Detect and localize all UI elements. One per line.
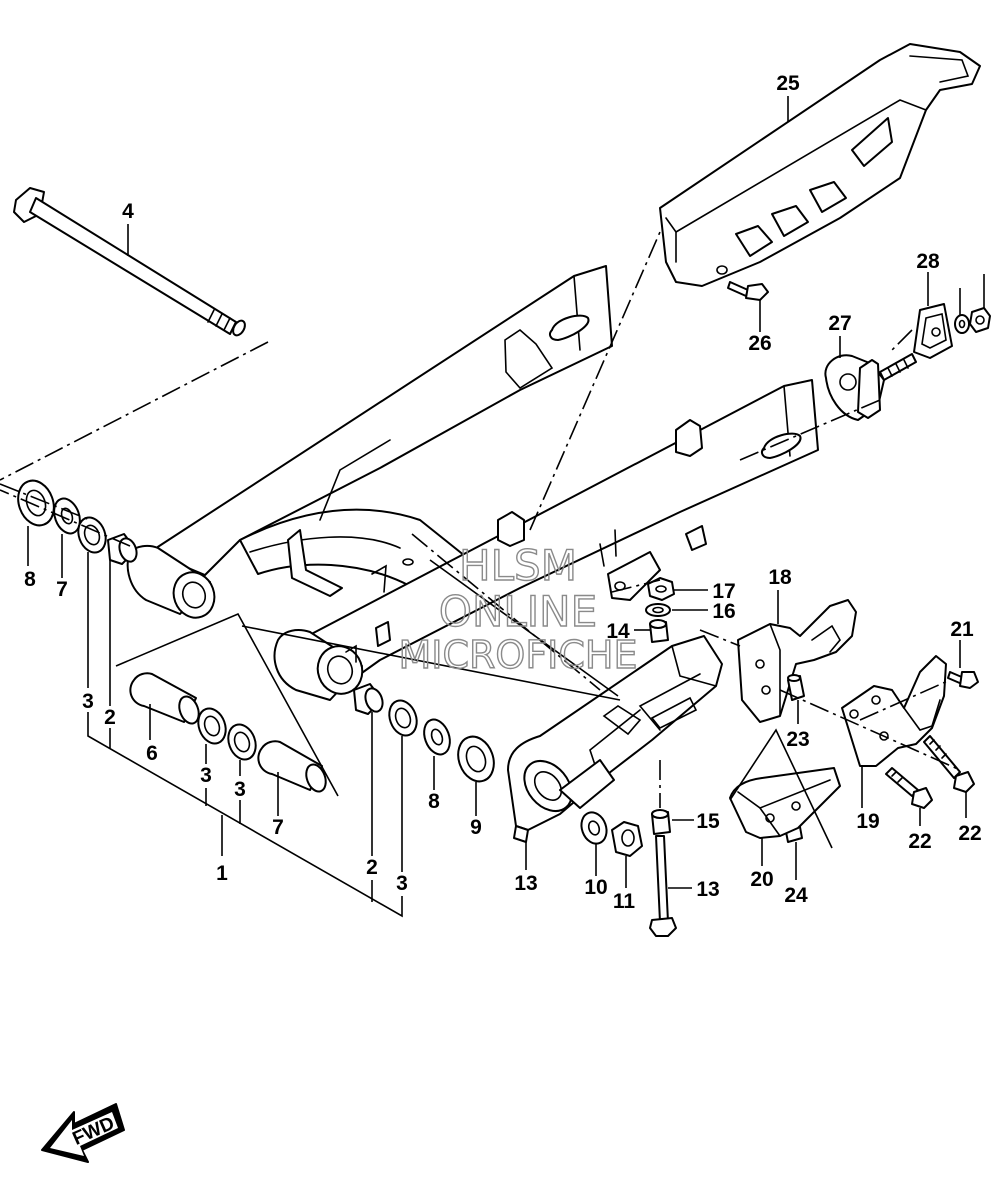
callout-8-left: 8	[24, 568, 36, 591]
reference-lines	[115, 559, 833, 849]
callout-17: 19	[856, 810, 879, 833]
bearing-center-a[interactable]	[194, 705, 231, 748]
callout-19: 21	[950, 618, 974, 641]
alignment-lines	[0, 231, 961, 808]
callout-13-lower: 15	[696, 810, 720, 833]
callout-14: 16	[712, 600, 735, 623]
watermark-line-1: HLSM	[459, 541, 577, 590]
collar-upper[interactable]	[649, 619, 669, 643]
pin-22-upper[interactable]	[787, 674, 805, 701]
chain-buffer[interactable]	[507, 635, 723, 843]
callout-20: 22	[958, 822, 981, 845]
callout-18: 20	[750, 868, 773, 891]
callout-24: 26	[748, 332, 771, 355]
washer-9[interactable]	[577, 809, 610, 847]
callout-5: 6	[146, 742, 158, 765]
callout-7-left: 7	[56, 578, 68, 601]
callout-3-right: 3	[396, 872, 408, 895]
dust-seal-right[interactable]	[452, 732, 500, 787]
swingarm[interactable]	[126, 265, 819, 701]
bolt-19[interactable]	[947, 671, 979, 689]
callout-8-right: 9	[470, 816, 482, 839]
washer-right[interactable]	[420, 716, 455, 758]
watermark-line-3: MICROFICHE	[398, 633, 637, 677]
bolt-20[interactable]	[923, 735, 975, 793]
washer-27[interactable]	[954, 314, 970, 334]
pivot-axle-bolt[interactable]	[13, 187, 247, 337]
pivot-spacer-5[interactable]	[129, 672, 202, 726]
watermark-line-2: ONLINE	[439, 587, 597, 636]
chain-guide-bracket[interactable]	[737, 599, 857, 723]
callout-3-center-a: 3	[200, 764, 212, 787]
callout-7-right: 8	[428, 790, 440, 813]
callout-12: 13	[696, 878, 719, 901]
chain-guide-plate[interactable]	[841, 655, 947, 767]
spacer-bushing-right[interactable]	[353, 683, 386, 715]
callout-25: 27	[828, 312, 851, 335]
washer-14[interactable]	[645, 603, 671, 617]
nut-28[interactable]	[969, 307, 991, 333]
chain-guard[interactable]	[659, 43, 981, 287]
callout-6: 7	[272, 816, 284, 839]
watermark: HLSM ONLINE MICROFICHE	[398, 540, 638, 677]
buffer-bolt[interactable]	[649, 835, 677, 937]
callout-4: 4	[122, 200, 134, 223]
callout-3-left: 3	[82, 690, 94, 713]
forward-arrow-icon: FWD	[41, 1103, 125, 1163]
callout-2-left: 2	[104, 706, 116, 729]
washer-left[interactable]	[50, 495, 85, 537]
callout-9: 10	[584, 876, 607, 899]
callout-1: 1	[216, 862, 228, 885]
callout-15: 17	[712, 580, 735, 603]
callout-21: 22	[908, 830, 931, 853]
chain-adjuster[interactable]	[824, 353, 917, 421]
callout-23: 25	[776, 72, 800, 95]
callout-26: 28	[916, 250, 940, 273]
bolt-21[interactable]	[885, 767, 933, 809]
callout-11: 13	[514, 872, 537, 895]
bearing-right[interactable]	[385, 697, 422, 740]
callout-22-lower: 24	[784, 884, 808, 907]
nut-15[interactable]	[647, 577, 675, 601]
collar-lower[interactable]	[651, 809, 671, 835]
callout-22-upper: 23	[786, 728, 809, 751]
spacer-bushing-left[interactable]	[107, 533, 140, 565]
callout-2-right: 2	[366, 856, 378, 879]
callout-10: 11	[613, 890, 636, 913]
dust-seal-left[interactable]	[12, 476, 60, 531]
callout-13-upper: 14	[606, 620, 630, 643]
nut-10[interactable]	[611, 821, 643, 857]
leader-lines	[27, 96, 985, 918]
callout-3-center-b: 3	[234, 778, 246, 801]
bearing-center-b[interactable]	[224, 721, 261, 764]
callout-labels: 4 25 26 27 28 8 7 3 2 6 3 3 7 1 2 3 8 9 …	[24, 72, 982, 913]
chain-guide-shoe[interactable]	[729, 767, 841, 839]
chain-guard-bolt[interactable]	[727, 281, 769, 301]
callout-16: 18	[768, 566, 792, 589]
adjuster-end-cap[interactable]	[913, 303, 953, 359]
pivot-spacer-6[interactable]	[257, 740, 329, 794]
